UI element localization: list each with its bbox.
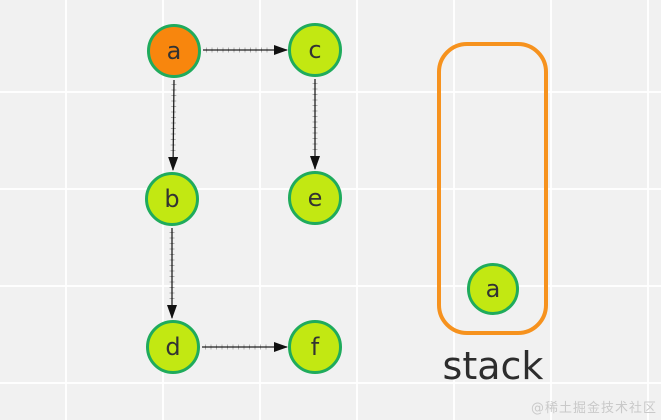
edge-a-to-b (168, 79, 179, 171)
stack-node-a: a (467, 263, 519, 315)
graph-node-b: b (145, 172, 199, 226)
graph-node-f: f (288, 320, 342, 374)
graph-node-d: d (146, 320, 200, 374)
graph-node-a: a (147, 24, 201, 78)
watermark: @稀土掘金技术社区 (530, 401, 657, 416)
stack-label: stack (442, 344, 544, 388)
graph-node-e: e (288, 171, 342, 225)
graph-node-c: c (288, 23, 342, 77)
stack-container (437, 42, 548, 335)
